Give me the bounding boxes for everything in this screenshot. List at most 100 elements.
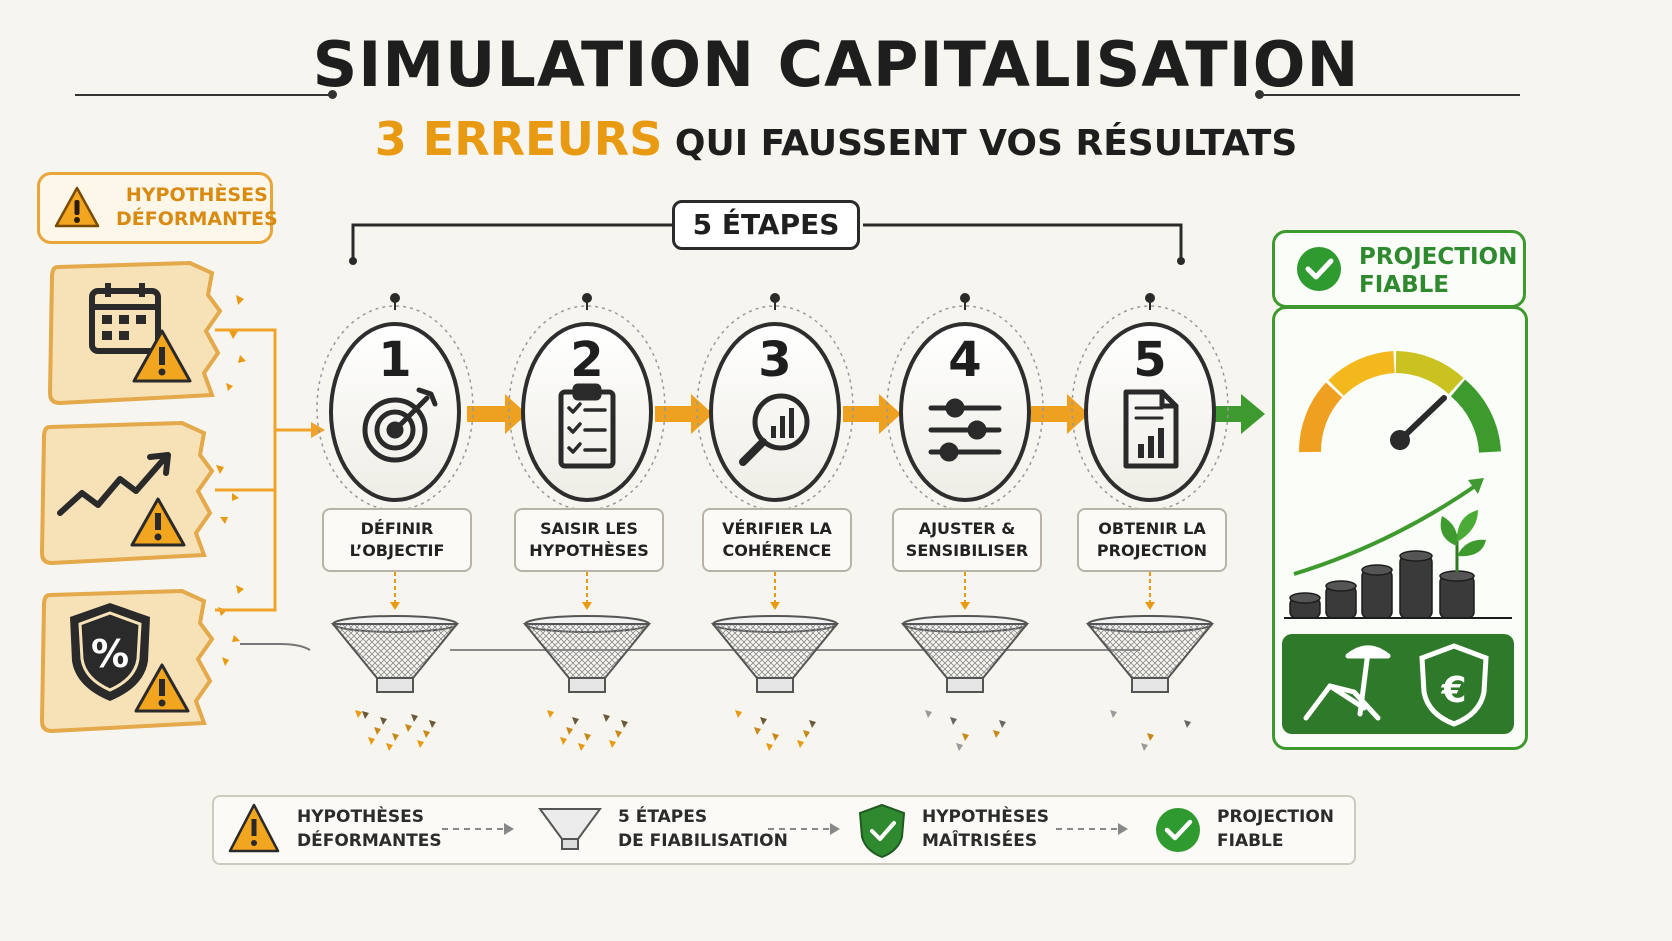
step-number: 3 xyxy=(758,332,791,388)
card-calendar xyxy=(47,260,223,406)
step-number: 2 xyxy=(570,332,603,388)
step-2: 2 xyxy=(508,293,666,511)
step-label-1: DÉFINIR L’OBJECTIF xyxy=(322,508,472,572)
step-label-line1: OBTENIR LA xyxy=(1098,519,1206,538)
step-label-line1: AJUSTER & xyxy=(918,519,1016,538)
step-number: 4 xyxy=(948,332,981,388)
step-label-line2: L’OBJECTIF xyxy=(349,541,445,560)
page-title: SIMULATION CAPITALISATION xyxy=(312,28,1360,101)
gauge-icon xyxy=(1298,351,1501,453)
legend-reliable-line2: FIABLE xyxy=(1217,831,1284,851)
calendar-icon xyxy=(89,283,161,354)
warning-icon xyxy=(54,186,100,228)
debris xyxy=(216,295,246,666)
sliders-icon xyxy=(928,398,1002,462)
step-oval xyxy=(709,322,841,502)
step-pin xyxy=(582,293,592,303)
filter-funnel xyxy=(900,572,1030,751)
legend-reliable-line1: PROJECTION xyxy=(1217,807,1335,827)
filter-funnel xyxy=(710,572,840,751)
trend-up-icon xyxy=(57,456,167,516)
plant-icon xyxy=(1440,510,1486,572)
card-percent-shield: % xyxy=(40,588,215,734)
check-circle-icon xyxy=(1156,808,1200,852)
step-pin xyxy=(1145,293,1155,303)
legend-item-reliable: PROJECTION FIABLE xyxy=(1217,805,1334,853)
checklist-icon xyxy=(558,383,616,469)
step-oval xyxy=(521,322,653,502)
step-label-line2: SENSIBILISER xyxy=(905,541,1029,560)
deforming-label-line2: DÉFORMANTES xyxy=(116,208,278,230)
step-label-line1: DÉFINIR xyxy=(360,519,434,538)
step-number: 1 xyxy=(378,332,411,388)
card-connectors xyxy=(215,328,325,612)
warning-icon xyxy=(134,663,190,713)
step-label-5: OBTENIR LA PROJECTION xyxy=(1077,508,1227,572)
step-label-line2: COHÉRENCE xyxy=(722,541,832,560)
check-circle-icon xyxy=(1297,247,1341,291)
legend-mastered-line2: MAÎTRISÉES xyxy=(922,831,1038,851)
step-oval xyxy=(1084,322,1216,502)
steps-flow: 1 2 3 4 5 xyxy=(316,293,1265,511)
benefits-banner xyxy=(1282,634,1514,734)
report-icon xyxy=(1123,389,1179,469)
projection-label-line1: PROJECTION xyxy=(1359,244,1518,270)
step-label-line2: PROJECTION xyxy=(1096,541,1208,560)
warning-icon xyxy=(228,803,280,853)
title-rule-right-dot xyxy=(1255,90,1264,99)
step-label-line1: SAISIR LES xyxy=(540,519,638,538)
funnel-icon xyxy=(538,808,602,850)
step-label-line1: VÉRIFIER LA xyxy=(722,519,832,538)
title-rule-left-dot xyxy=(328,90,337,99)
filter-funnel xyxy=(522,572,652,751)
deforming-hypotheses-label: HYPOTHÈSES DÉFORMANTES xyxy=(37,172,278,244)
projection-visuals: € xyxy=(1282,351,1514,734)
step-number: 5 xyxy=(1133,332,1166,388)
step-pin xyxy=(960,293,970,303)
step-1: 1 xyxy=(316,293,474,511)
filter-funnel xyxy=(330,572,460,751)
steps-header: 5 ÉTAPES xyxy=(672,200,860,250)
step-pin xyxy=(770,293,780,303)
legend-icons xyxy=(228,803,1200,859)
legend-item-steps: 5 ÉTAPES DE FIABILISATION xyxy=(618,805,788,853)
title-rule-left xyxy=(75,94,333,96)
step-3: 3 xyxy=(696,293,854,511)
legend-deforming-line2: DÉFORMANTES xyxy=(297,831,442,851)
reliable-projection-label: PROJECTION FIABLE xyxy=(1272,230,1526,308)
step-4: 4 xyxy=(886,293,1044,511)
beach-chair-icon xyxy=(1303,645,1391,721)
legend-item-mastered: HYPOTHÈSES MAÎTRISÉES xyxy=(922,805,1049,853)
filter-funnel xyxy=(1085,572,1215,751)
svg-text:€: € xyxy=(1440,670,1466,711)
page-subtitle: 3 ERREURS QUI FAUSSENT VOS RÉSULTATS xyxy=(0,112,1672,166)
magnifier-chart-icon xyxy=(739,393,810,466)
percent-shield-icon: % xyxy=(70,603,150,701)
deforming-label-line1: HYPOTHÈSES xyxy=(125,184,268,206)
deforming-cards: % xyxy=(40,260,246,734)
coin-stacks-icon xyxy=(1284,550,1512,619)
step-5: 5 xyxy=(1071,293,1229,511)
legend-steps-line1: 5 ÉTAPES xyxy=(618,807,708,827)
subtitle-accent: 3 ERREURS xyxy=(374,112,663,166)
card-trend xyxy=(40,420,215,566)
funnels-row xyxy=(240,572,1215,751)
step-label-line2: HYPOTHÈSES xyxy=(529,541,649,560)
subtitle-rest: QUI FAUSSENT VOS RÉSULTATS xyxy=(674,123,1298,164)
step-oval xyxy=(899,322,1031,502)
step-label-3: VÉRIFIER LA COHÉRENCE xyxy=(702,508,852,572)
warning-icon xyxy=(130,497,186,547)
legend-item-deforming: HYPOTHÈSES DÉFORMANTES xyxy=(297,805,442,853)
shield-check-icon xyxy=(858,803,906,859)
target-icon xyxy=(362,387,438,463)
legend-deforming-line1: HYPOTHÈSES xyxy=(297,807,424,827)
euro-shield-icon: € xyxy=(1419,643,1489,727)
growth-arrow xyxy=(1293,478,1484,576)
projection-label-line2: FIABLE xyxy=(1359,272,1449,298)
title-rule-right xyxy=(1262,94,1520,96)
svg-text:%: % xyxy=(91,632,129,676)
legend-steps-line2: DE FIABILISATION xyxy=(618,831,788,851)
legend-mastered-line1: HYPOTHÈSES xyxy=(922,807,1049,827)
steps-bracket xyxy=(349,223,1185,265)
step-label-2: SAISIR LES HYPOTHÈSES xyxy=(514,508,664,572)
